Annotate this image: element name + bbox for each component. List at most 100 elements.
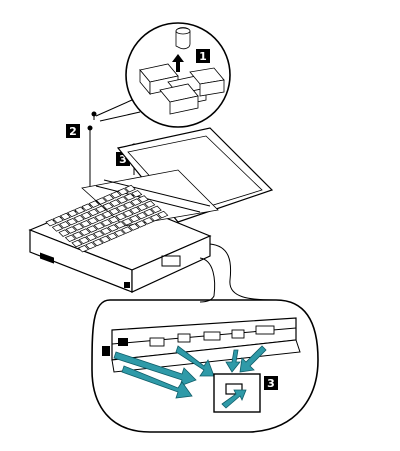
keyboard-key — [136, 211, 148, 220]
lifted-keycap-icon — [175, 27, 191, 50]
keyboard-key — [88, 200, 100, 208]
rear-port — [177, 333, 191, 343]
svg-text:3: 3 — [119, 153, 127, 166]
port-row — [149, 325, 275, 347]
keyboard-key — [94, 213, 106, 222]
keyboard-key — [100, 219, 113, 227]
release-arrow-1 — [113, 351, 197, 387]
keyboard-key — [71, 239, 83, 248]
keyboard-key — [128, 223, 140, 231]
keyboard-key — [72, 231, 84, 239]
keyboard-key — [144, 200, 156, 208]
keyboard-key — [136, 203, 149, 212]
leader-line-top-b — [99, 111, 141, 122]
rear-ports-zoom-callout: 3 — [91, 243, 319, 433]
keyboard-key — [115, 204, 128, 213]
keyboard-key — [135, 220, 147, 228]
keycap-grid — [139, 63, 225, 115]
laptop-illustration — [28, 127, 274, 293]
front-latch — [40, 252, 54, 264]
keyboard-key — [121, 218, 134, 226]
svg-text:2: 2 — [69, 125, 77, 138]
latch-inset — [213, 373, 261, 413]
side-port — [161, 255, 181, 267]
screw-icon — [87, 111, 97, 190]
keyboard-key — [79, 220, 92, 228]
keyboard-key — [131, 190, 143, 198]
keyboard-key — [93, 222, 105, 230]
rear-port — [255, 325, 275, 335]
keyboard-key — [72, 223, 85, 231]
latch-push-arrow — [221, 389, 247, 409]
release-arrow-3 — [175, 345, 215, 377]
keyboard-key — [73, 214, 85, 223]
zoom-circle-top — [125, 22, 231, 128]
keyboard-key — [95, 197, 108, 205]
svg-text:3: 3 — [267, 377, 275, 390]
rear-port-strip-bottom — [111, 339, 301, 373]
keyboard-key — [117, 187, 129, 196]
keyboard-key — [143, 208, 155, 217]
keyboard-key — [101, 210, 113, 219]
keyboard-key — [66, 217, 78, 226]
keyboard-key — [92, 238, 104, 247]
keyboard-key — [124, 184, 136, 193]
keyboard-key — [99, 235, 111, 244]
keyboard-key — [123, 201, 135, 209]
keyboard-key — [114, 221, 126, 229]
keyboard-key — [86, 225, 98, 233]
release-arrow-4 — [225, 349, 241, 373]
keyboard-key — [107, 224, 119, 232]
step-badge-2-left: 2 — [66, 124, 80, 138]
keyboard-key — [64, 234, 77, 243]
keyboard-key — [85, 241, 97, 250]
keycap-lift-arrow-icon — [172, 54, 184, 72]
keyboard-key — [78, 236, 90, 245]
keyboard-key — [137, 195, 149, 203]
keyboard-key — [102, 202, 114, 210]
release-arrow-icon — [113, 345, 267, 399]
keyboard-key — [149, 213, 162, 222]
rear-port — [149, 337, 165, 347]
keyboard-key — [142, 217, 154, 225]
keyboard-key — [80, 211, 92, 220]
release-arrow-2 — [121, 365, 193, 399]
keyboard-key — [129, 206, 141, 215]
laptop-base-side — [131, 235, 211, 293]
keyboard-key — [77, 244, 90, 253]
rear-latch-left-b — [118, 338, 128, 346]
rear-port — [231, 329, 245, 339]
keyboard-key — [51, 224, 64, 232]
keyboard-key — [95, 205, 107, 214]
leader-line-bottom-a — [209, 243, 276, 301]
keyboard-key — [58, 229, 70, 237]
keyboard-key — [87, 208, 100, 217]
keyboard-key — [108, 215, 120, 224]
step-badge-3-bottom: 3 — [264, 376, 278, 390]
keyboard-key — [59, 212, 72, 221]
keyboard-key — [45, 218, 57, 227]
keyboard-key — [110, 191, 122, 199]
leader-line-top-a — [95, 99, 133, 117]
latch-icon — [225, 383, 243, 395]
keyboard-key — [102, 194, 115, 202]
keyboard-key — [130, 198, 142, 206]
release-arrow-5 — [239, 345, 267, 373]
keyboard-key — [81, 203, 93, 211]
rear-latch-left — [102, 346, 110, 356]
keyboard-key — [122, 209, 134, 218]
keyboard-key — [116, 196, 128, 204]
zoom-panel-bottom — [91, 299, 319, 433]
keyboard-key — [113, 229, 126, 237]
front-button — [124, 282, 130, 288]
keyboard-key — [108, 207, 121, 216]
keyboard-key — [121, 226, 133, 234]
leader-line-bottom-b — [199, 257, 216, 303]
keyboard-key — [59, 221, 71, 229]
keyboard-key — [150, 205, 162, 214]
rear-port — [203, 331, 221, 341]
keyboard-key — [106, 232, 118, 241]
step-badge-1: 1 — [196, 49, 210, 63]
keyboard-key — [52, 215, 64, 224]
